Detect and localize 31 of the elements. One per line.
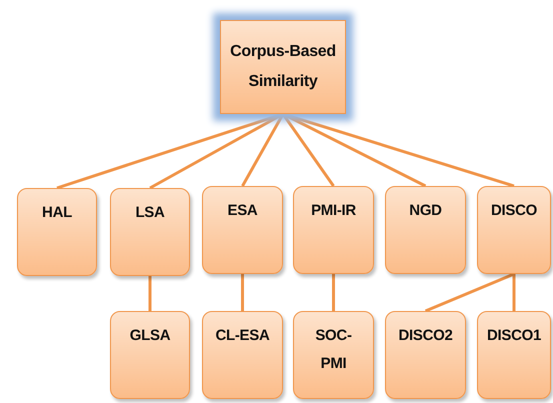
node-label: PMI-IR xyxy=(311,201,356,221)
node-label: HAL xyxy=(42,203,72,223)
category-box xyxy=(202,311,283,399)
node-label: GLSA xyxy=(130,326,170,346)
category-box xyxy=(110,311,190,399)
category-box xyxy=(477,311,551,399)
category-box xyxy=(385,311,466,399)
connector-line xyxy=(148,276,152,311)
category-box xyxy=(477,186,551,274)
connector-line xyxy=(424,272,515,312)
category-box xyxy=(385,186,466,274)
root-box xyxy=(220,20,346,114)
node-label: LSA xyxy=(135,203,165,223)
node-label: DISCO1 xyxy=(486,326,542,346)
node-label: DISCO2 xyxy=(398,326,453,346)
category-box xyxy=(293,311,374,399)
connector-line xyxy=(241,274,244,311)
node-label: ESA xyxy=(228,201,258,221)
node-label: DISCO xyxy=(490,201,537,221)
node-label: NGD xyxy=(409,201,442,221)
category-box xyxy=(17,188,97,276)
connector-line xyxy=(512,274,516,311)
node-label: SOC-PMI xyxy=(314,326,353,374)
category-box xyxy=(202,186,283,274)
connector-line xyxy=(282,113,335,187)
node-label: Corpus-Based Similarity xyxy=(229,42,337,92)
category-box xyxy=(293,186,374,274)
connector-line xyxy=(241,113,284,187)
node-label: CL-ESA xyxy=(215,326,270,346)
connector-line xyxy=(332,274,335,311)
category-box xyxy=(110,188,190,276)
